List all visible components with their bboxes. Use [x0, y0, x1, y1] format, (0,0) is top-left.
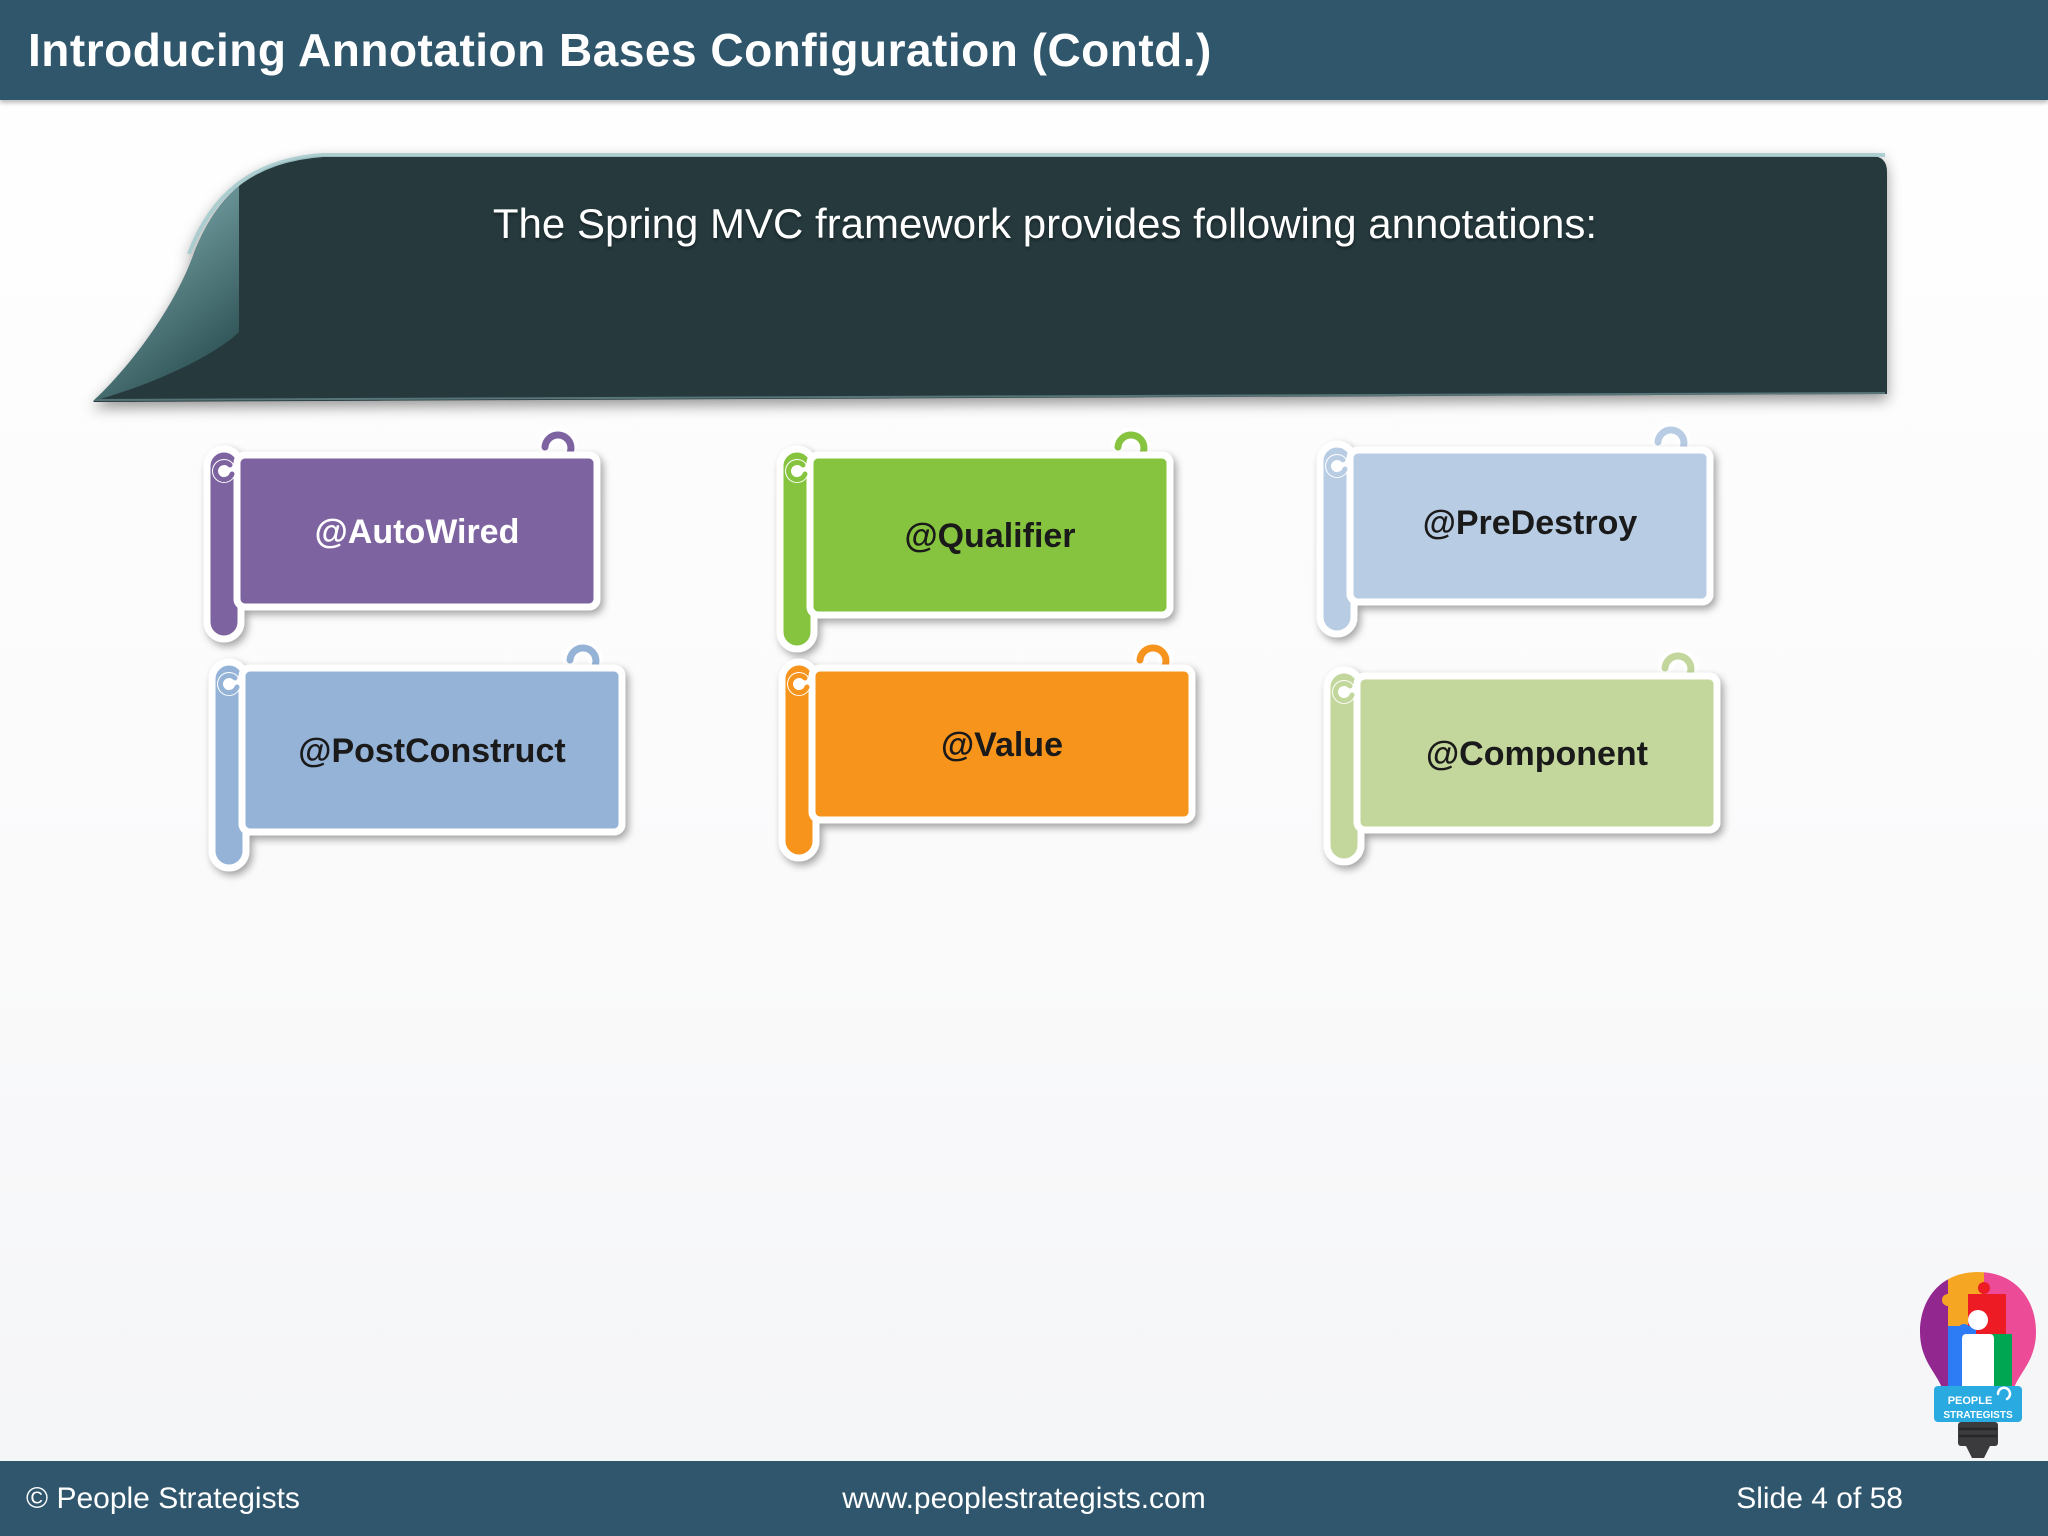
people-strategists-logo: PEOPLE STRATEGISTS: [1912, 1268, 2044, 1464]
footer-slide-number: Slide 4 of 58: [1736, 1481, 1903, 1515]
footer-copyright: © People Strategists: [26, 1481, 300, 1515]
scroll-curl-top-left-icon: [788, 673, 810, 696]
person-body: [1962, 1334, 1994, 1388]
scroll-panel: [238, 664, 626, 836]
banner-bottom-highlight: [94, 392, 1886, 401]
annotation-label: @PreDestroy: [1423, 504, 1638, 542]
annotation-scroll-autowired: @AutoWired: [195, 421, 615, 661]
logo-text-line1: PEOPLE: [1948, 1395, 1993, 1407]
annotation-scroll-component: @Component: [1315, 642, 1735, 882]
bulb-base-ridges: [1959, 1427, 1997, 1438]
person-icon: [1968, 1310, 1988, 1330]
bulb-base-tip: [1966, 1446, 1990, 1458]
scroll-panel: [808, 664, 1196, 824]
scroll-curl-top-left-icon: [786, 460, 808, 483]
banner-body: [93, 156, 1887, 402]
scroll-curl-top-left-icon: [213, 460, 235, 483]
annotation-label: @AutoWired: [315, 513, 520, 551]
scroll-curl-top-left-icon: [1333, 681, 1355, 704]
annotation-label: @Qualifier: [904, 517, 1075, 555]
annotation-label: @PostConstruct: [298, 732, 565, 770]
logo-band: [1934, 1386, 2022, 1422]
annotation-scroll-qualifier: @Qualifier: [768, 421, 1188, 661]
page-title: Introducing Annotation Bases Configurati…: [28, 24, 1212, 76]
footer-bar: © People Strategists www.peoplestrategis…: [0, 1461, 2048, 1536]
banner: The Spring MVC framework provides follow…: [85, 142, 1900, 417]
bulb-base: [1958, 1422, 1998, 1446]
banner-ribbon-shape: [93, 153, 1887, 402]
footer-website: www.peoplestrategists.com: [842, 1481, 1206, 1515]
scroll-panel: [806, 451, 1174, 619]
logo-text-line2: STRATEGISTS: [1943, 1410, 2013, 1421]
banner-top-highlight: [187, 153, 1885, 255]
banner-page-curl: [93, 186, 239, 401]
scroll-curl-top-left-icon: [218, 673, 240, 696]
annotation-scroll-predestroy: @PreDestroy: [1308, 416, 1728, 656]
scroll-panel: [233, 451, 601, 611]
header-bar: Introducing Annotation Bases Configurati…: [0, 0, 2048, 100]
annotation-label: @Value: [941, 726, 1063, 764]
annotation-scroll-value: @Value: [770, 634, 1196, 874]
scroll-panel: [1353, 672, 1721, 834]
scroll-curl-top-left-icon: [1326, 455, 1348, 478]
annotation-scroll-postconstruct: @PostConstruct: [200, 634, 626, 874]
banner-text: The Spring MVC framework provides follow…: [492, 200, 1598, 247]
scroll-panel: [1346, 446, 1714, 606]
annotation-label: @Component: [1426, 735, 1648, 773]
puzzle-hook-icon: [1996, 1386, 2012, 1401]
